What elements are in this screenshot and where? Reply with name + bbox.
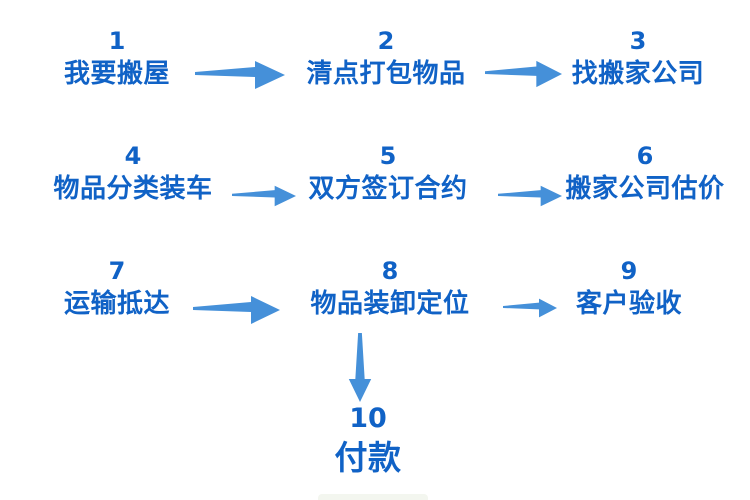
step-8-label: 物品装卸定位 — [310, 289, 470, 319]
step-5-number: 5 — [379, 142, 397, 170]
arrow-right-icon-7-8 — [193, 295, 280, 325]
step-1-label: 我要搬屋 — [63, 59, 170, 89]
step-5-label: 双方签订合约 — [308, 174, 468, 204]
step-2: 2 清点打包物品 — [296, 28, 476, 89]
arrow-right-icon-1-2 — [195, 60, 285, 90]
step-7: 7 运输抵达 — [37, 258, 197, 319]
step-8: 8 物品装卸定位 — [290, 258, 490, 319]
step-3-label: 找搬家公司 — [571, 59, 705, 89]
step-7-number: 7 — [108, 257, 126, 285]
step-6: 6 搬家公司估价 — [545, 143, 745, 204]
arrow-right-icon-4-5 — [232, 185, 296, 207]
step-10-label: 付款 — [334, 438, 402, 477]
step-1: 1 我要搬屋 — [37, 28, 197, 89]
step-2-number: 2 — [377, 27, 395, 55]
step-4: 4 物品分类装车 — [33, 143, 233, 204]
step-9-number: 9 — [620, 257, 638, 285]
step-5: 5 双方签订合约 — [288, 143, 488, 204]
step-10-number: 10 — [349, 403, 387, 434]
step-1-number: 1 — [108, 27, 126, 55]
bottom-cropped-artifact — [318, 494, 428, 500]
arrow-down-icon-8-10 — [346, 333, 374, 403]
step-4-label: 物品分类装车 — [53, 174, 213, 204]
arrow-right-icon-5-6 — [498, 185, 562, 207]
step-10: 10 付款 — [288, 405, 448, 476]
step-6-label: 搬家公司估价 — [565, 174, 725, 204]
step-4-number: 4 — [124, 142, 142, 170]
arrow-right-icon-8-9 — [503, 298, 557, 318]
step-8-number: 8 — [381, 257, 399, 285]
arrow-right-icon-2-3 — [485, 60, 562, 88]
step-3-number: 3 — [629, 27, 647, 55]
step-7-label: 运输抵达 — [63, 289, 170, 319]
step-9: 9 客户验收 — [549, 258, 709, 319]
step-2-label: 清点打包物品 — [306, 59, 466, 89]
step-3: 3 找搬家公司 — [548, 28, 728, 89]
step-9-label: 客户验收 — [575, 289, 682, 319]
step-6-number: 6 — [636, 142, 654, 170]
